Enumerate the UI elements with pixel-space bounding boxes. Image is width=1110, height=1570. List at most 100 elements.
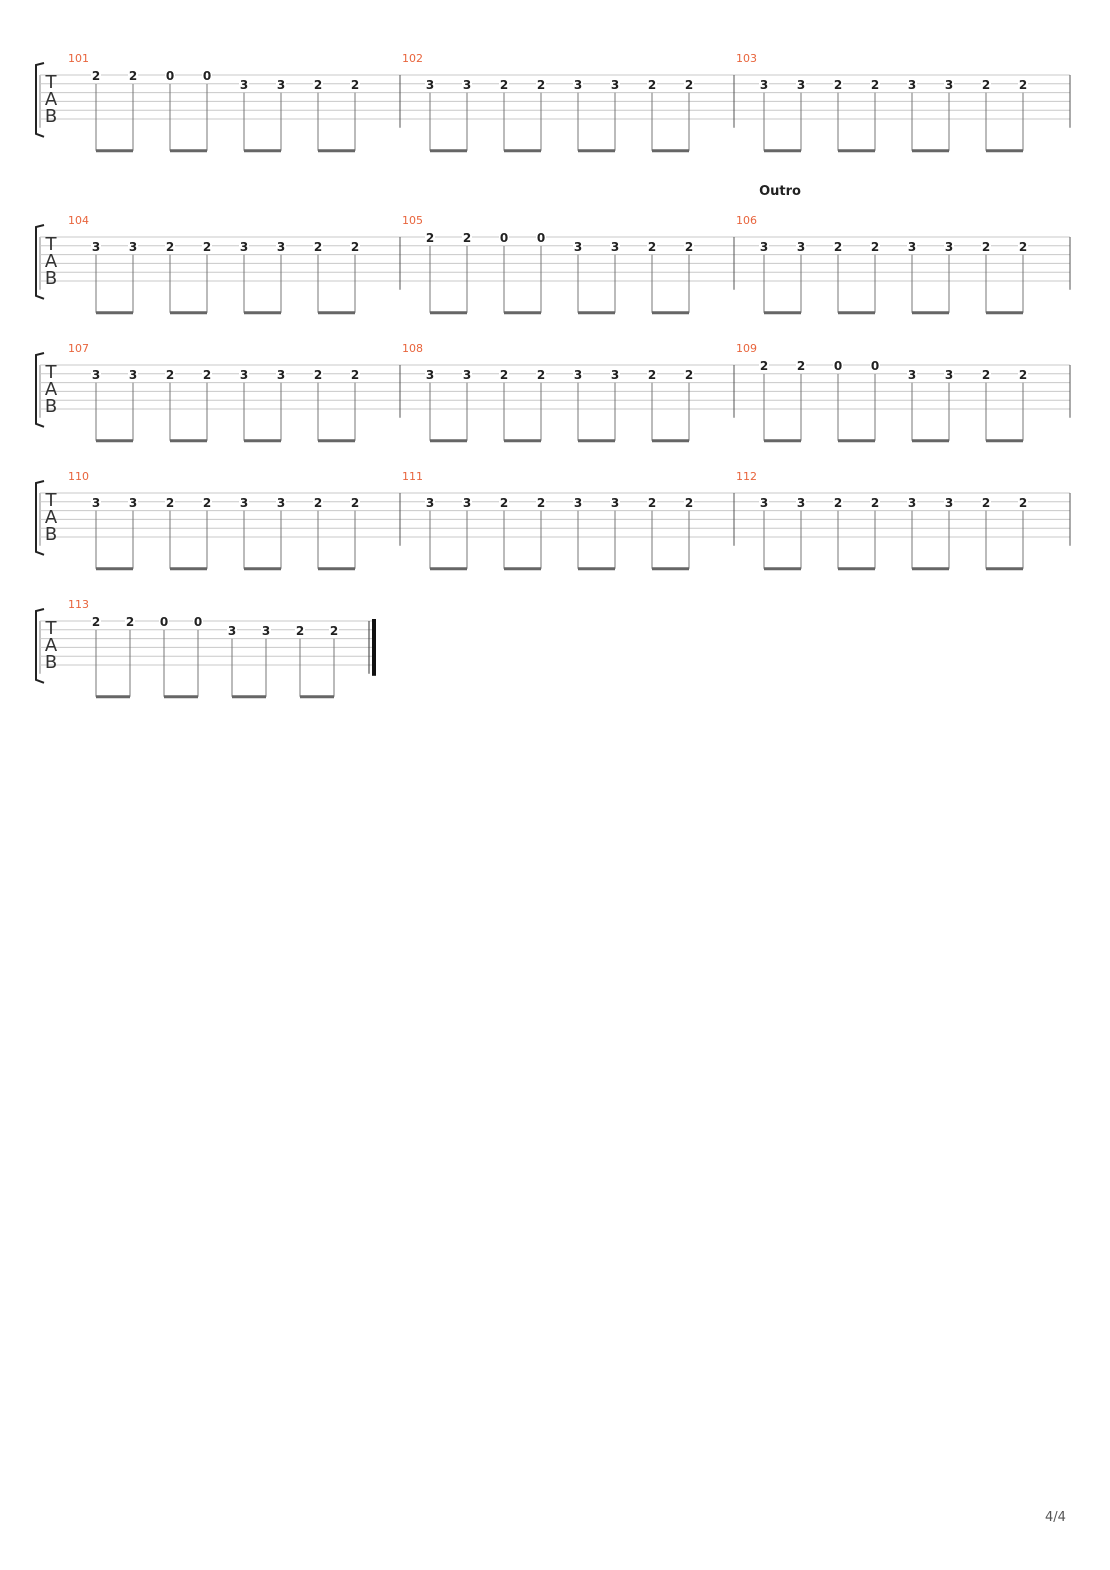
measure-number: 101 (68, 52, 89, 65)
fret-knockout (499, 497, 509, 509)
fret-knockout (462, 233, 472, 244)
fret-knockout (1018, 369, 1028, 381)
fret-number: 2 (203, 496, 211, 510)
fret-number: 0 (537, 231, 545, 245)
fret-knockout (796, 497, 806, 509)
fret-number: 2 (166, 240, 174, 254)
fret-number: 0 (166, 69, 174, 83)
fret-knockout (833, 361, 843, 372)
fret-number: 2 (166, 368, 174, 382)
fret-knockout (462, 497, 472, 509)
fret-knockout (981, 241, 991, 253)
fret-number: 2 (982, 368, 990, 382)
fret-knockout (833, 497, 843, 509)
fret-number: 2 (537, 496, 545, 510)
fret-number: 2 (648, 368, 656, 382)
fret-number: 2 (314, 240, 322, 254)
fret-knockout (684, 497, 694, 509)
fret-number: 3 (797, 240, 805, 254)
fret-knockout (647, 79, 657, 91)
fret-knockout (165, 241, 175, 253)
fret-knockout (536, 233, 546, 244)
fret-number: 3 (277, 368, 285, 382)
fret-number: 2 (648, 240, 656, 254)
fret-knockout (499, 233, 509, 244)
fret-number: 2 (537, 368, 545, 382)
measure-number: 110 (68, 470, 89, 483)
system-bracket (35, 480, 45, 556)
section-marker-outro: Outro (759, 184, 801, 199)
fret-number: 2 (129, 69, 137, 83)
fret-number: 2 (92, 69, 100, 83)
fret-knockout (647, 241, 657, 253)
fret-knockout (128, 241, 138, 253)
fret-number: 2 (871, 240, 879, 254)
fret-number: 2 (685, 78, 693, 92)
measure-number: 105 (402, 214, 423, 227)
fret-knockout (276, 241, 286, 253)
fret-knockout (573, 497, 583, 509)
fret-knockout (833, 241, 843, 253)
fret-knockout (1018, 241, 1028, 253)
fret-number: 3 (92, 240, 100, 254)
fret-knockout (796, 79, 806, 91)
fret-knockout (796, 361, 806, 372)
fret-knockout (202, 369, 212, 381)
fret-number: 2 (500, 78, 508, 92)
fret-number: 3 (277, 78, 285, 92)
fret-knockout (684, 241, 694, 253)
fret-knockout (350, 241, 360, 253)
fret-number: 2 (685, 368, 693, 382)
tab-clef-letter: T (45, 362, 58, 383)
fret-number: 3 (240, 368, 248, 382)
fret-number: 0 (871, 359, 879, 373)
fret-number: 3 (426, 78, 434, 92)
system-bracket (35, 62, 45, 138)
fret-knockout (981, 369, 991, 381)
fret-number: 2 (1019, 496, 1027, 510)
fret-knockout (907, 497, 917, 509)
fret-knockout (239, 497, 249, 509)
measure-number: 104 (68, 214, 89, 227)
fret-number: 3 (574, 78, 582, 92)
fret-number: 2 (500, 368, 508, 382)
fret-knockout (350, 369, 360, 381)
fret-number: 3 (574, 496, 582, 510)
fret-number: 3 (611, 368, 619, 382)
fret-number: 3 (426, 496, 434, 510)
fret-knockout (276, 497, 286, 509)
tab-clef-letter: A (45, 251, 58, 272)
fret-number: 2 (982, 240, 990, 254)
fret-number: 2 (351, 368, 359, 382)
fret-knockout (536, 79, 546, 91)
fret-knockout (313, 369, 323, 381)
fret-number: 2 (871, 496, 879, 510)
tab-clef-letter: A (45, 89, 58, 110)
tab-clef-letter: B (45, 268, 57, 289)
fret-number: 3 (797, 78, 805, 92)
fret-number: 3 (463, 368, 471, 382)
fret-number: 2 (314, 78, 322, 92)
fret-knockout (759, 361, 769, 372)
fret-number: 3 (463, 78, 471, 92)
fret-knockout (165, 71, 175, 82)
fret-number: 3 (240, 496, 248, 510)
fret-knockout (91, 497, 101, 509)
fret-number: 2 (648, 496, 656, 510)
fret-knockout (425, 369, 435, 381)
fret-number: 3 (240, 240, 248, 254)
fret-knockout (573, 79, 583, 91)
fret-knockout (759, 497, 769, 509)
fret-number: 3 (945, 368, 953, 382)
tab-clef-letter: T (45, 234, 58, 255)
tab-clef-letter: B (45, 106, 57, 127)
fret-knockout (462, 369, 472, 381)
fret-number: 2 (426, 231, 434, 245)
fret-knockout (202, 497, 212, 509)
fret-number: 2 (351, 240, 359, 254)
fret-knockout (536, 369, 546, 381)
fret-number: 2 (463, 231, 471, 245)
fret-knockout (907, 79, 917, 91)
